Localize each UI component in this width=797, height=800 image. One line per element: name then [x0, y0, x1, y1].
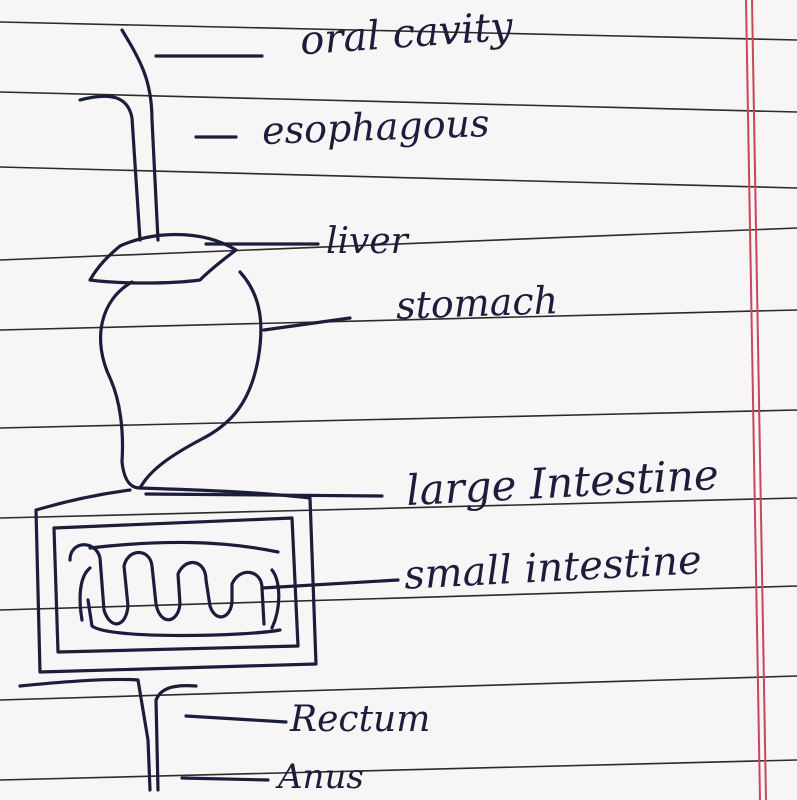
- anus-outline: [156, 686, 196, 790]
- label-rectum: Rectum: [290, 702, 430, 738]
- label-anus: Anus: [278, 760, 364, 794]
- stomach-outline: [101, 272, 261, 488]
- esophagus-outline: [122, 30, 158, 240]
- label-liver: liver: [326, 224, 408, 260]
- label-stomach: stomach: [395, 281, 558, 325]
- margin-lines: [746, 0, 766, 800]
- esophagus-inner-outline: [80, 96, 140, 240]
- label-pointers: [146, 56, 398, 780]
- small-intestine-coils: [70, 545, 279, 628]
- liver-outline: [90, 235, 236, 284]
- small-intestine-inner-coils: [88, 542, 280, 635]
- label-esophagus: esophagous: [261, 104, 490, 150]
